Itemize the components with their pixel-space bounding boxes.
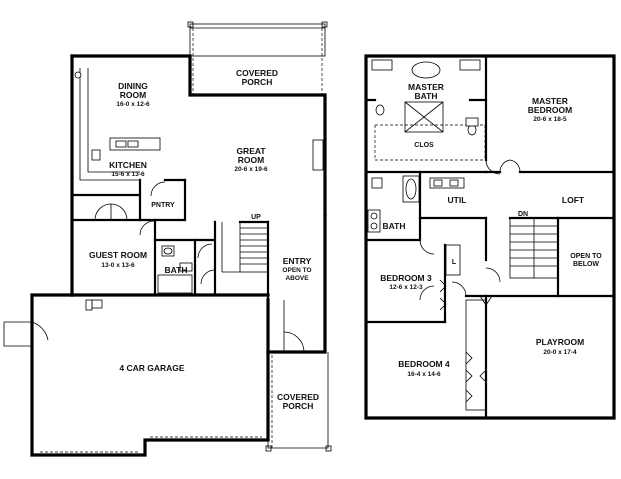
- master-bath-fixtures: [371, 59, 486, 161]
- garage-shelf: [85, 299, 93, 311]
- great-room-label-2: ROOM: [238, 155, 264, 165]
- first-floor-bath-fixtures: [157, 245, 193, 294]
- fireplace: [312, 139, 324, 171]
- master-bedroom-label: MASTER: [532, 96, 568, 106]
- master-bedroom-dimensions: 20-6 x 18-5: [533, 116, 567, 123]
- entry-note: OPEN TO: [282, 267, 311, 274]
- entry-note-2: ABOVE: [285, 275, 309, 282]
- stairs-up: [221, 221, 269, 273]
- great-room-label: GREAT: [236, 146, 266, 156]
- kitchen-dimensions: 15-6 x 13-6: [111, 171, 145, 178]
- garage-side-door: [3, 321, 49, 347]
- util-label: UTIL: [448, 195, 467, 205]
- open-to-below-label: OPEN TO: [570, 253, 602, 260]
- front-porch-outline: [265, 300, 332, 452]
- first-floor-interior-walls: [70, 178, 270, 302]
- second-floor-exterior-walls: [364, 54, 616, 420]
- rear-porch-outline: [187, 21, 328, 95]
- second-floor-closets: [439, 244, 493, 411]
- rear-porch-label: COVERED: [236, 68, 278, 78]
- open-to-below-label-2: BELOW: [573, 261, 599, 268]
- bedroom-3-label: BEDROOM 3: [380, 273, 432, 283]
- guest-room-dimensions: 13-0 x 13-6: [101, 262, 135, 269]
- upstairs-bath-label: BATH: [383, 221, 406, 231]
- bedroom-3-dimensions: 12-6 x 12-3: [389, 284, 423, 291]
- second-floor-plan: MASTER BATH MASTER BEDROOM 20-6 x 18-5 C…: [364, 54, 616, 420]
- garage-door-line: [40, 436, 262, 453]
- garage-label: 4 CAR GARAGE: [119, 363, 185, 373]
- pantry-label: PNTRY: [151, 202, 175, 209]
- loft-label: LOFT: [562, 195, 585, 205]
- great-room-dimensions: 20-6 x 19-6: [234, 166, 268, 173]
- closet-label: CLOS: [414, 142, 434, 149]
- playroom-dimensions: 20-0 x 17-4: [543, 349, 577, 356]
- dn-label: DN: [518, 211, 528, 218]
- front-porch-label-2: PORCH: [283, 401, 314, 411]
- master-bath-label-2: BATH: [415, 91, 438, 101]
- first-floor-doors: [94, 181, 216, 285]
- kitchen-label: KITCHEN: [109, 160, 147, 170]
- dining-room-dimensions: 16-0 x 12-6: [116, 101, 150, 108]
- bedroom-4-dimensions: 16-4 x 14-6: [407, 371, 441, 378]
- upstairs-bath-fixtures: [367, 175, 465, 233]
- second-floor-doors: [419, 239, 501, 301]
- rear-porch-label-2: PORCH: [242, 77, 273, 87]
- master-bath-label: MASTER: [408, 82, 444, 92]
- linen-label: L: [452, 259, 457, 266]
- entry-label: ENTRY: [283, 256, 312, 266]
- garage-water-heater: [91, 299, 103, 309]
- dining-room-label-2: ROOM: [120, 90, 146, 100]
- guest-room-label: GUEST ROOM: [89, 250, 147, 260]
- playroom-label: PLAYROOM: [536, 337, 584, 347]
- stairs-down: [509, 217, 559, 279]
- master-bedroom-label-2: BEDROOM: [528, 105, 572, 115]
- kitchen-fixtures: [74, 68, 161, 181]
- first-floor-plan: DINING ROOM 16-0 x 12-6 COVERED PORCH GR…: [3, 21, 332, 457]
- front-porch-label: COVERED: [277, 392, 319, 402]
- first-floor-bath-label: BATH: [165, 265, 188, 275]
- up-label: UP: [251, 214, 261, 221]
- bedroom-4-label: BEDROOM 4: [398, 359, 450, 369]
- master-doors: [485, 159, 521, 175]
- dining-room-label: DINING: [118, 81, 148, 91]
